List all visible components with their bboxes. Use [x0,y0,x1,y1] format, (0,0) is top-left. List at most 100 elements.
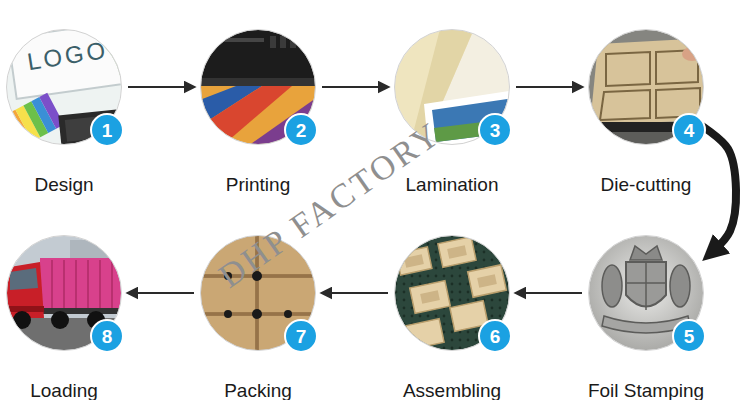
step-caption: Printing [226,174,290,196]
step-name: Assembling [403,380,501,400]
step-caption: Die-cutting [601,174,692,196]
step-circle: Die-cutting4 [588,29,704,145]
flow-arrow [322,292,388,294]
step-circle: Assembling6 [394,235,510,351]
turn-arrow [698,123,736,250]
step-badge: 8 [90,319,124,353]
design-photo-part-part [58,108,131,151]
step-badge: 3 [478,113,512,147]
printing-photo-part [195,78,325,86]
printing-photo-part [280,36,286,48]
foil-stamping-photo-part [588,235,704,351]
design-photo-part [8,23,124,99]
packing-photo-part-part [258,277,316,313]
flow-arrow [516,86,582,88]
assembling-photo-part-part [396,247,432,275]
flow-arrow [322,86,388,88]
design-photo [0,23,132,152]
watermark-text: DHP FACTORY [212,115,448,296]
callout-number: 1 [102,121,113,140]
die-cutting-photo [588,29,706,146]
die-cutting-photo-part [600,50,700,120]
foil-stamping-photo-part [670,265,690,307]
assembling-photo [394,235,510,351]
foil-stamping-photo-part [626,262,666,310]
loading-photo-part [13,311,31,329]
callout-number: 4 [684,121,695,140]
flow-arrow [516,292,582,294]
flow-arrow [128,86,194,88]
step-circle: Loading8 [6,235,122,351]
die-cutting-photo-part [682,47,702,61]
assembling-photo-part-part [404,254,424,268]
design-photo-part [0,93,64,150]
step-caption: Assembling [403,380,501,400]
printing-photo-part [195,22,325,80]
step-name: Printing [226,174,290,195]
step-circle: Foil Stamping5 [588,235,704,351]
assembling-photo-part [404,245,497,304]
callout-number: 5 [684,327,695,346]
design-photo-part [58,108,131,151]
step-badge: 5 [672,319,706,353]
step-circle: Printing2 [200,29,316,145]
assembling-photo-part-part [410,281,451,314]
step-name: Loading [30,380,98,400]
design-photo-part-part [8,23,124,99]
loading-photo-part [40,308,125,314]
loading-photo-part [52,260,112,308]
assembling-photo-part [396,237,506,350]
loading-photo-part [51,311,69,329]
packing-photo-part-part [224,310,232,318]
step-name: Packing [224,380,292,400]
step-badge: 1 [90,113,124,147]
printing-photo-part [248,98,316,146]
packing-photo-part-part [252,309,262,319]
screen-text-text: LOGO [26,36,111,75]
step-name: Die-cutting [601,174,692,195]
step-badge: 7 [284,319,318,353]
printing-photo-part [270,36,276,48]
step-caption: Foil Stamping [588,380,704,400]
step-caption: Design [34,174,93,196]
loading-photo [4,235,125,352]
step-badge: 6 [478,319,512,353]
die-cutting-photo-part [590,38,706,125]
step-badge: 2 [284,113,318,147]
screen-text: LOGO [26,37,110,76]
assembling-photo-part-part [477,274,497,288]
assembling-photo-part [394,235,510,351]
callout-number: 2 [296,121,307,140]
callout-number: 7 [296,327,307,346]
assembling-photo-part-part [447,245,467,259]
printing-photo [195,22,325,146]
assembling-photo-part-part [438,237,476,268]
step-caption: Packing [224,380,292,400]
step-name: Foil Stamping [588,380,704,400]
loading-photo-part [4,262,44,318]
step-name: Lamination [406,174,499,195]
packing-photo-part-part [284,310,292,318]
loading-photo-part [10,268,38,290]
assembling-photo-part-part [468,265,507,298]
assembling-photo-part-part [420,290,440,304]
loading-photo-part [4,306,44,312]
foil-stamping-photo [588,235,704,351]
packing-photo-part-part [200,315,256,351]
watermark: DHP FACTORY [212,115,448,296]
foil-stamping-photo-part [602,265,622,307]
step-caption: Lamination [406,174,499,196]
foil-stamping-photo-part [630,246,662,260]
step-badge: 4 [672,113,706,147]
callout-number: 6 [490,327,501,346]
step-caption: Loading [30,380,98,400]
flow-arrow [128,292,194,294]
step-name: Design [34,174,93,195]
callout-number: 8 [102,327,113,346]
loading-photo-part [40,258,125,310]
printing-photo-part [290,36,296,48]
callout-number: 3 [490,121,501,140]
printing-photo-part [208,38,264,42]
assembling-photo-part-part [406,319,444,350]
